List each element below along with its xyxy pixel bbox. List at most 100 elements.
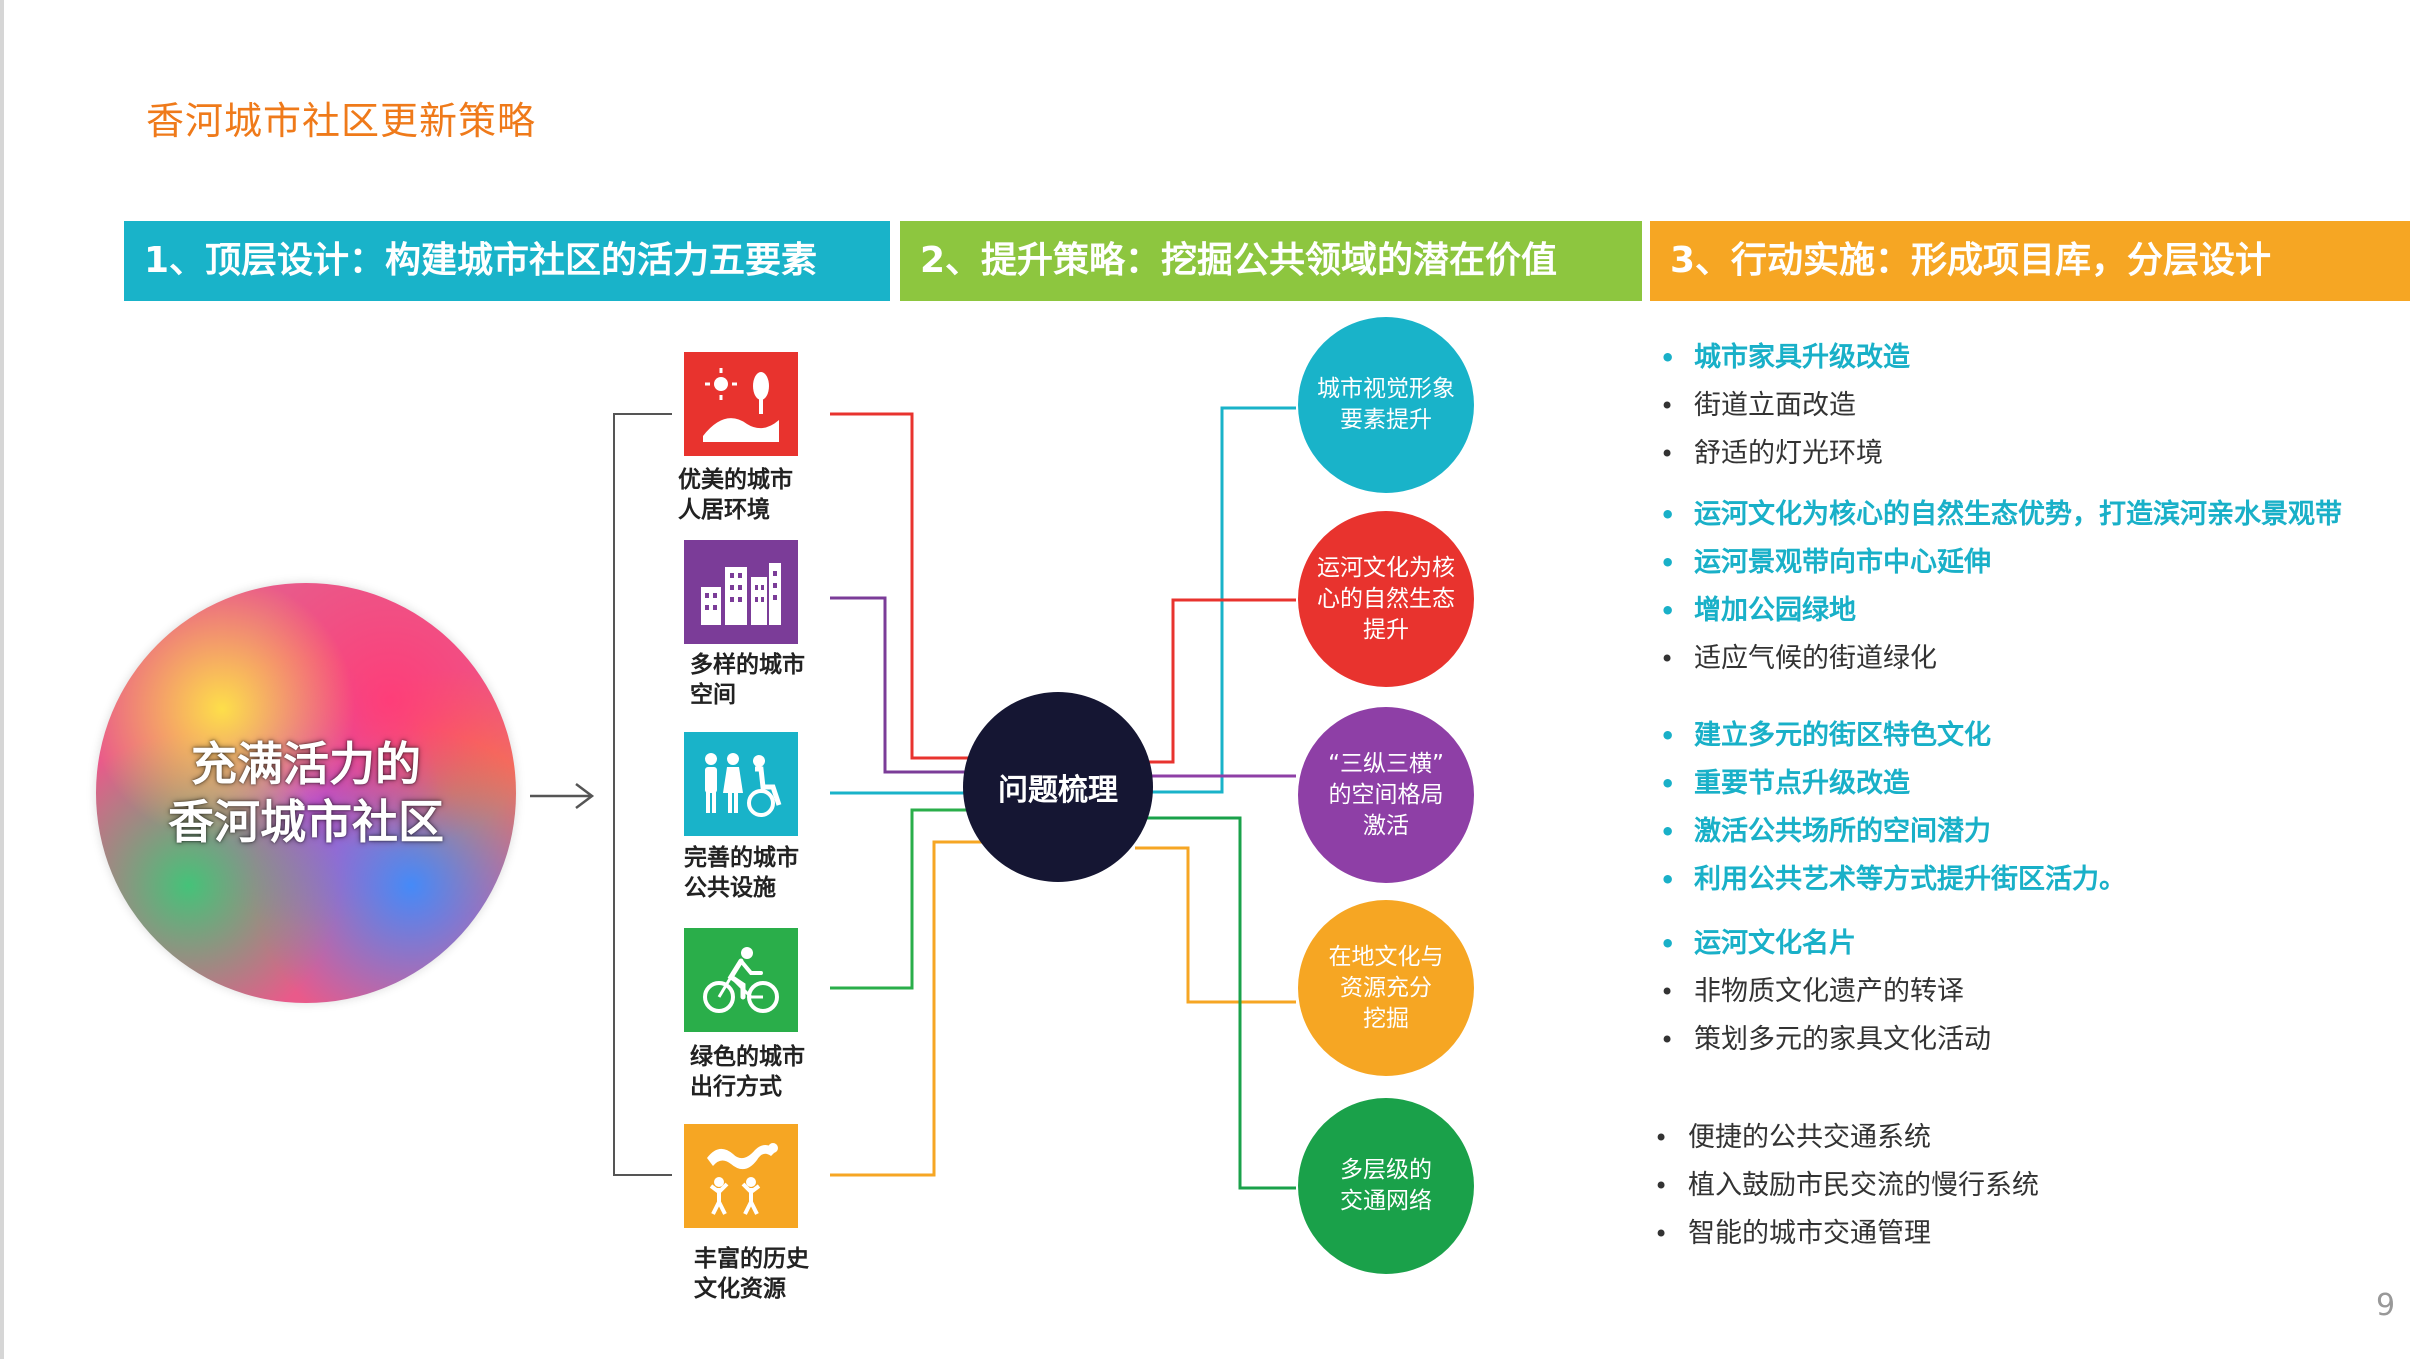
action-item: • 便捷的公共交通系统 xyxy=(1654,1114,2039,1162)
bullet-icon: • xyxy=(1654,1172,1669,1200)
action-item-text: 智能的城市交通管理 xyxy=(1688,1218,1931,1249)
bullet-icon: • xyxy=(1660,978,1675,1006)
link-culture-center xyxy=(830,840,985,1177)
action-item-text: 非物质文化遗产的转译 xyxy=(1694,976,1964,1007)
bullet-icon: • xyxy=(1654,1220,1669,1248)
dragon-dance-icon xyxy=(707,1143,778,1215)
element-icon-facilities xyxy=(684,732,798,836)
strategy-line2: 资源充分 xyxy=(1340,974,1432,1001)
strategy-node-ecology: 运河文化为核 心的自然生态 提升 xyxy=(1298,511,1474,687)
action-list-transport: • 便捷的公共交通系统 • 植入鼓励市民交流的慢行系统 • 智能的城市交通管理 xyxy=(1654,1114,2039,1258)
element-label-line2: 文化资源 xyxy=(694,1276,786,1302)
element-icon-mobility xyxy=(684,928,798,1032)
bullet-icon: • xyxy=(1660,645,1675,673)
action-item-text: 建立多元的街区特色文化 xyxy=(1694,720,1991,751)
element-label-line1: 完善的城市 xyxy=(684,845,799,871)
landscape-icon xyxy=(703,368,779,442)
link-center-culture xyxy=(1135,846,1296,1004)
bullet-icon: • xyxy=(1660,818,1676,846)
action-item: •运河文化为核心的自然生态优势，打造滨河亲水景观带 xyxy=(1660,491,2342,539)
page-number: 9 xyxy=(2376,1288,2396,1323)
action-item: • 利用公共艺术等方式提升街区活力。 xyxy=(1660,856,2126,904)
strategy-line2: 要素提升 xyxy=(1340,407,1432,433)
action-item: • 植入鼓励市民交流的慢行系统 xyxy=(1654,1162,2039,1210)
header-improvement-strategy: 2、提升策略：挖掘公共领域的潜在价值 xyxy=(900,221,1642,301)
link-center-transport xyxy=(1142,816,1296,1190)
action-item-text: 适应气候的街道绿化 xyxy=(1694,643,1937,674)
element-icon-space xyxy=(684,540,798,644)
link-space-center xyxy=(830,596,968,774)
action-item-text: 利用公共艺术等方式提升街区活力。 xyxy=(1694,864,2126,895)
element-icon-environment xyxy=(684,352,798,456)
action-item-text: 舒适的灯光环境 xyxy=(1694,438,1883,469)
action-item: • 运河文化名片 xyxy=(1660,920,1991,968)
action-item: • 建立多元的街区特色文化 xyxy=(1660,712,2126,760)
strategy-line2: 心的自然生态 xyxy=(1317,585,1455,612)
action-item: • 适应气候的街道绿化 xyxy=(1660,635,2342,683)
action-item: • 策划多元的家具文化活动 xyxy=(1660,1016,1991,1064)
action-item: • 智能的城市交通管理 xyxy=(1654,1210,2039,1258)
element-label-culture: 丰富的历史 文化资源 xyxy=(694,1244,844,1304)
link-mobility-center xyxy=(830,808,968,990)
bullet-icon: • xyxy=(1654,1124,1669,1152)
header-top-level-design: 1、顶层设计：构建城市社区的活力五要素 xyxy=(124,221,890,301)
link-environment-center xyxy=(830,412,968,760)
bicycle-icon xyxy=(703,947,779,1013)
center-node-problem-sorting: 问题梳理 xyxy=(963,692,1153,882)
action-item-text: 城市家具升级改造 xyxy=(1694,342,1910,373)
action-item-text: 运河文化为核心的自然生态优势，打造滨河亲水景观带 xyxy=(1694,499,2342,530)
accessibility-icon xyxy=(705,753,782,817)
action-item: •增加公园绿地 xyxy=(1660,587,2342,635)
element-icon-culture xyxy=(684,1124,798,1228)
header-action-implementation: 3、行动实施：形成项目库，分层设计 xyxy=(1650,221,2410,301)
bullet-icon: • xyxy=(1660,392,1675,420)
strategy-line3: 激活 xyxy=(1363,812,1409,839)
action-item: • 非物质文化遗产的转译 xyxy=(1660,968,1991,1016)
action-item: •运河景观带向市中心延伸 xyxy=(1660,539,2342,587)
hub-label-line1: 充满活力的 xyxy=(191,737,421,791)
buildings-icon xyxy=(701,563,781,625)
bullet-icon: • xyxy=(1660,549,1676,577)
element-label-line1: 绿色的城市 xyxy=(690,1044,805,1070)
element-label-line1: 多样的城市 xyxy=(690,652,805,678)
element-label-line2: 公共设施 xyxy=(684,875,776,901)
element-label-line1: 丰富的历史 xyxy=(694,1246,809,1272)
bullet-icon: • xyxy=(1660,1026,1675,1054)
action-list-ecology: •运河文化为核心的自然生态优势，打造滨河亲水景观带•运河景观带向市中心延伸•增加… xyxy=(1660,491,2342,683)
bracket-line xyxy=(613,413,672,1176)
strategy-line3: 提升 xyxy=(1363,616,1409,643)
arrow-right-icon xyxy=(530,783,595,809)
strategy-line1: 多层级的 xyxy=(1340,1157,1432,1183)
strategy-line2: 交通网络 xyxy=(1340,1188,1432,1214)
action-item: • 舒适的灯光环境 xyxy=(1660,430,1910,478)
element-label-line2: 出行方式 xyxy=(690,1074,782,1100)
hub-label-line2: 香河城市社区 xyxy=(168,795,444,849)
action-item-text: 便捷的公共交通系统 xyxy=(1688,1122,1931,1153)
action-list-spatial: •建立多元的街区特色文化•重要节点升级改造•激活公共场所的空间潜力•利用公共艺术… xyxy=(1660,712,2126,904)
bullet-icon: • xyxy=(1660,866,1676,894)
action-item-text: 策划多元的家具文化活动 xyxy=(1694,1024,1991,1055)
bullet-icon: • xyxy=(1660,722,1676,750)
bullet-icon: • xyxy=(1660,344,1676,372)
action-item-text: 运河文化名片 xyxy=(1694,928,1856,959)
strategy-line1: 城市视觉形象 xyxy=(1317,376,1455,402)
action-item: • 城市家具升级改造 xyxy=(1660,334,1910,382)
bullet-icon: • xyxy=(1660,930,1676,958)
element-label-facilities: 完善的城市 公共设施 xyxy=(684,843,834,903)
bullet-icon: • xyxy=(1660,770,1676,798)
element-label-line2: 人居环境 xyxy=(678,497,770,523)
strategy-node-transport: 多层级的 交通网络 xyxy=(1298,1098,1474,1274)
strategy-line2: 的空间格局 xyxy=(1328,781,1444,808)
bullet-icon: • xyxy=(1660,440,1675,468)
action-item-text: 激活公共场所的空间潜力 xyxy=(1694,816,1991,847)
strategy-line1: “三纵三横” xyxy=(1328,750,1444,777)
strategy-line1: 运河文化为核 xyxy=(1317,554,1455,581)
action-list-visual: •城市家具升级改造•街道立面改造•舒适的灯光环境 xyxy=(1660,334,1910,478)
action-item-text: 植入鼓励市民交流的慢行系统 xyxy=(1688,1170,2039,1201)
action-item-text: 增加公园绿地 xyxy=(1694,595,1856,626)
element-label-space: 多样的城市 空间 xyxy=(690,650,840,710)
element-label-line2: 空间 xyxy=(690,682,736,708)
strategy-line3: 挖掘 xyxy=(1363,1005,1409,1032)
strategy-node-local-culture: 在地文化与 资源充分 挖掘 xyxy=(1298,900,1474,1076)
